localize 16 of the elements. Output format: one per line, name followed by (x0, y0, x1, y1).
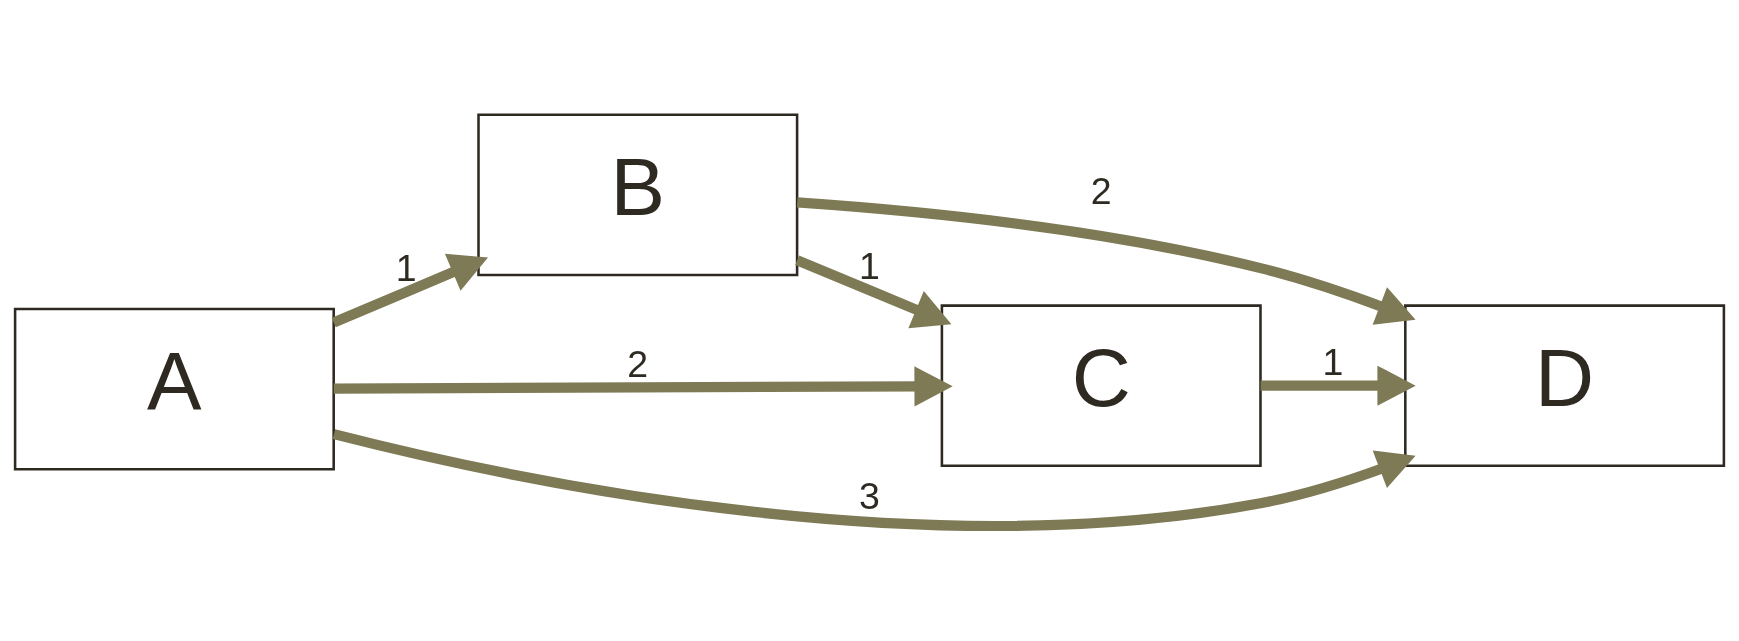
arrow (795, 255, 952, 329)
edge-label: 3 (859, 475, 880, 518)
node-box: A (13, 307, 335, 471)
arrow (331, 253, 488, 328)
arrow (332, 429, 1416, 531)
arrow (796, 197, 1416, 325)
edge-label: 1 (1322, 340, 1344, 383)
node-box: C (940, 304, 1262, 468)
edge-label: 1 (395, 247, 417, 290)
edge-label: 2 (1090, 170, 1112, 213)
arrow (1260, 365, 1416, 406)
node-box: B (477, 113, 799, 277)
node-box: D (1404, 304, 1726, 468)
arrow (333, 366, 953, 407)
edge-label: 1 (859, 245, 880, 288)
edge-label: 2 (627, 342, 649, 385)
